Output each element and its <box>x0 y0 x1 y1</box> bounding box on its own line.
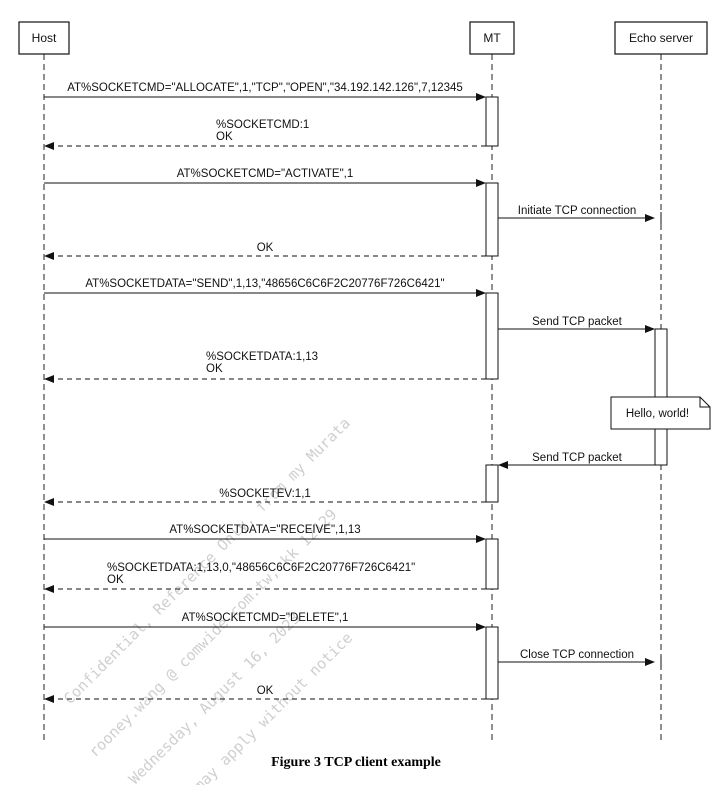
message-label: OK <box>257 242 274 254</box>
message-9: Send TCP packet <box>498 452 655 469</box>
activation-bar-mt <box>485 182 499 257</box>
message-label: OK <box>107 574 124 586</box>
message-label: Initiate TCP connection <box>518 205 636 217</box>
watermark: Confidential, Reference Only, from my Mu… <box>60 414 356 785</box>
activation-bar-mt <box>485 538 499 590</box>
message-label: AT%SOCKETCMD="DELETE",1 <box>182 612 349 624</box>
message-label: %SOCKETDATA:1,13 <box>206 351 318 363</box>
message-label: OK <box>216 131 233 143</box>
message-label: AT%SOCKETCMD="ALLOCATE",1,"TCP","OPEN","… <box>67 82 463 94</box>
message-label: AT%SOCKETCMD="ACTIVATE",1 <box>177 168 354 180</box>
message-12: %SOCKETDATA:1,13,0,"48656C6C6F2C20776F72… <box>44 562 486 593</box>
note-box <box>610 396 711 430</box>
note: Hello, world! <box>610 396 711 430</box>
message-15: OK <box>44 685 486 703</box>
activation-bars <box>485 96 668 700</box>
message-3: AT%SOCKETCMD="ACTIVATE",1 <box>44 168 486 187</box>
participant-box <box>18 21 70 55</box>
message-label: OK <box>257 685 274 697</box>
message-1: AT%SOCKETCMD="ALLOCATE",1,"TCP","OPEN","… <box>44 82 486 101</box>
message-10: %SOCKETEV:1,1 <box>44 488 486 506</box>
activation-bar-mt <box>485 292 499 380</box>
messages: AT%SOCKETCMD="ALLOCATE",1,"TCP","OPEN","… <box>44 82 662 703</box>
participants: Host MT Echo server <box>18 21 708 55</box>
participant-box <box>469 21 515 55</box>
figure-caption: Figure 3 TCP client example <box>271 755 441 770</box>
message-4: Initiate TCP connection <box>498 205 662 224</box>
message-7: Send TCP packet <box>498 316 655 333</box>
message-13: AT%SOCKETCMD="DELETE",1 <box>44 612 486 631</box>
message-label: Send TCP packet <box>532 452 623 464</box>
activation-bar-mt <box>485 464 499 503</box>
message-label: %SOCKETDATA:1,13,0,"48656C6C6F2C20776F72… <box>107 562 415 574</box>
participant-echo: Echo server <box>614 21 708 55</box>
message-label: %SOCKETEV:1,1 <box>219 488 311 500</box>
activation-bar-mt <box>485 626 499 700</box>
message-label: AT%SOCKETDATA="RECEIVE",1,13 <box>169 524 360 536</box>
message-label: AT%SOCKETDATA="SEND",1,13,"48656C6C6F2C2… <box>85 278 444 290</box>
message-14: Close TCP connection <box>498 649 662 668</box>
participant-label: Host <box>32 31 57 45</box>
message-label: OK <box>206 363 223 375</box>
participant-mt: MT <box>469 21 515 55</box>
message-2: %SOCKETCMD:1OK <box>44 119 486 150</box>
message-5: OK <box>44 242 486 260</box>
message-label: Close TCP connection <box>520 649 634 661</box>
participant-box <box>614 21 708 55</box>
note-fold <box>699 397 710 408</box>
message-11: AT%SOCKETDATA="RECEIVE",1,13 <box>44 524 486 543</box>
message-label: Send TCP packet <box>532 316 623 328</box>
participant-host: Host <box>18 21 70 55</box>
participant-label: Echo server <box>629 31 693 45</box>
message-6: AT%SOCKETDATA="SEND",1,13,"48656C6C6F2C2… <box>44 278 486 297</box>
message-label: %SOCKETCMD:1 <box>216 119 309 131</box>
activation-bar-mt <box>485 96 499 147</box>
participant-label: MT <box>483 31 501 45</box>
note-text: Hello, world! <box>626 408 689 420</box>
